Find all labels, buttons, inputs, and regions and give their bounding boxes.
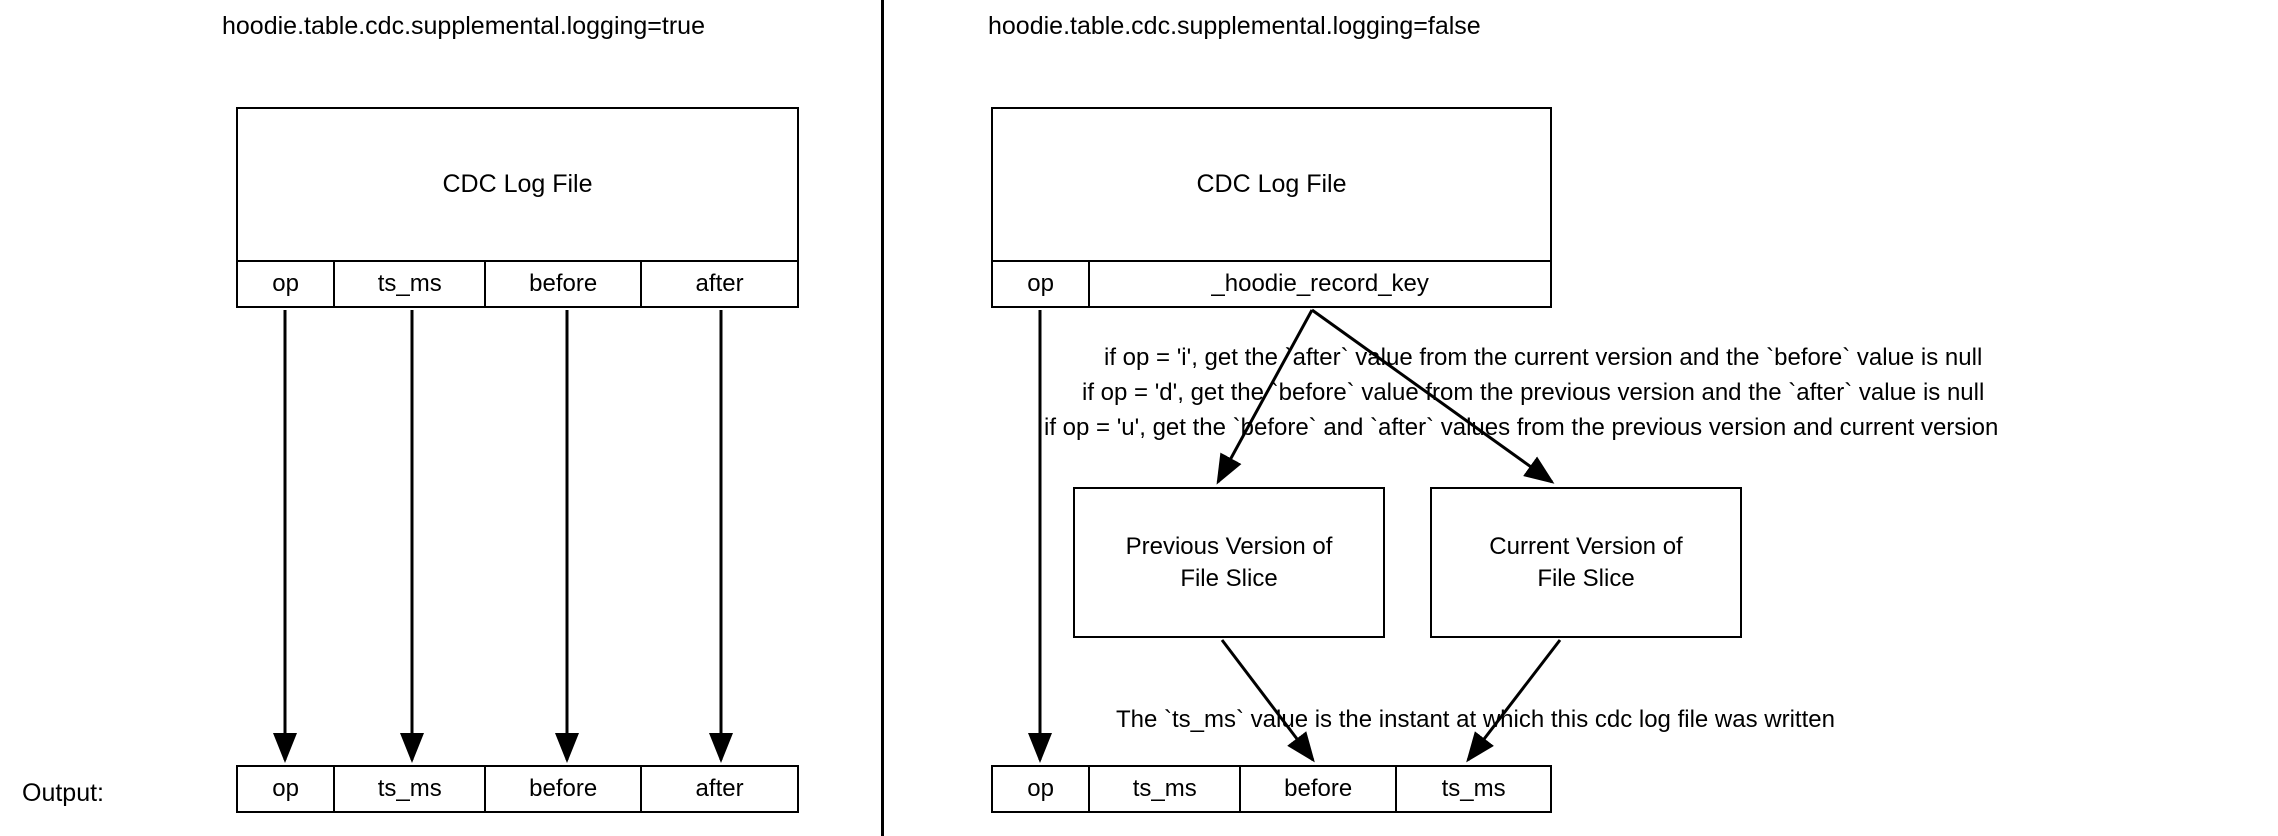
current-version-line-2: File Slice [1537,564,1635,592]
note-op-delete: if op = 'd', get the `before` value from… [1082,379,1985,406]
right-output-column-before: before [1241,767,1398,811]
right-cdc-log-file-title: CDC Log File [1196,170,1347,198]
left-cdc-column-after: after [642,262,797,306]
left-output-column-ts-ms: ts_ms [335,767,487,811]
left-cdc-column-op: op [238,262,336,306]
panel-divider [881,0,884,836]
note-ts-ms: The `ts_ms` value is the instant at whic… [1116,706,1835,733]
right-cdc-log-file-box: CDC Log File [991,107,1552,270]
left-output-column-op: op [238,767,336,811]
right-output-row: op ts_ms before ts_ms [991,765,1552,813]
right-panel-title: hoodie.table.cdc.supplemental.logging=fa… [988,12,1481,40]
left-output-column-after: after [642,767,797,811]
note-op-update: if op = 'u', get the `before` and `after… [1044,414,1999,441]
previous-version-line-2: File Slice [1180,564,1278,592]
output-label: Output: [22,779,104,807]
previous-version-file-slice-box: Previous Version of File Slice [1073,487,1385,638]
current-version-file-slice-label: Current Version of File Slice [1489,531,1682,595]
left-output-column-before: before [486,767,643,811]
left-cdc-log-file-title: CDC Log File [442,170,593,198]
right-cdc-column-hoodie-record-key: _hoodie_record_key [1090,262,1550,306]
previous-version-file-slice-label: Previous Version of File Slice [1126,531,1333,595]
left-panel-title: hoodie.table.cdc.supplemental.logging=tr… [222,12,705,40]
previous-version-line-1: Previous Version of [1125,532,1333,560]
current-version-file-slice-box: Current Version of File Slice [1430,487,1742,638]
right-output-column-op: op [993,767,1091,811]
left-cdc-column-before: before [486,262,643,306]
current-version-line-1: Current Version of [1489,532,1683,560]
note-op-insert: if op = 'i', get the `after` value from … [1104,344,1983,371]
right-output-column-ts-ms-2: ts_ms [1397,767,1551,811]
left-output-row: op ts_ms before after [236,765,799,813]
left-cdc-column-ts-ms: ts_ms [335,262,487,306]
arrow-current-version-to-ts-ms [1466,639,1562,763]
left-cdc-schema-row: op ts_ms before after [236,260,799,308]
left-cdc-log-file-box: CDC Log File [236,107,799,270]
right-output-column-ts-ms: ts_ms [1090,767,1242,811]
right-cdc-schema-row: op _hoodie_record_key [991,260,1552,308]
arrow-previous-version-to-before [1220,639,1315,763]
right-cdc-column-op: op [993,262,1091,306]
